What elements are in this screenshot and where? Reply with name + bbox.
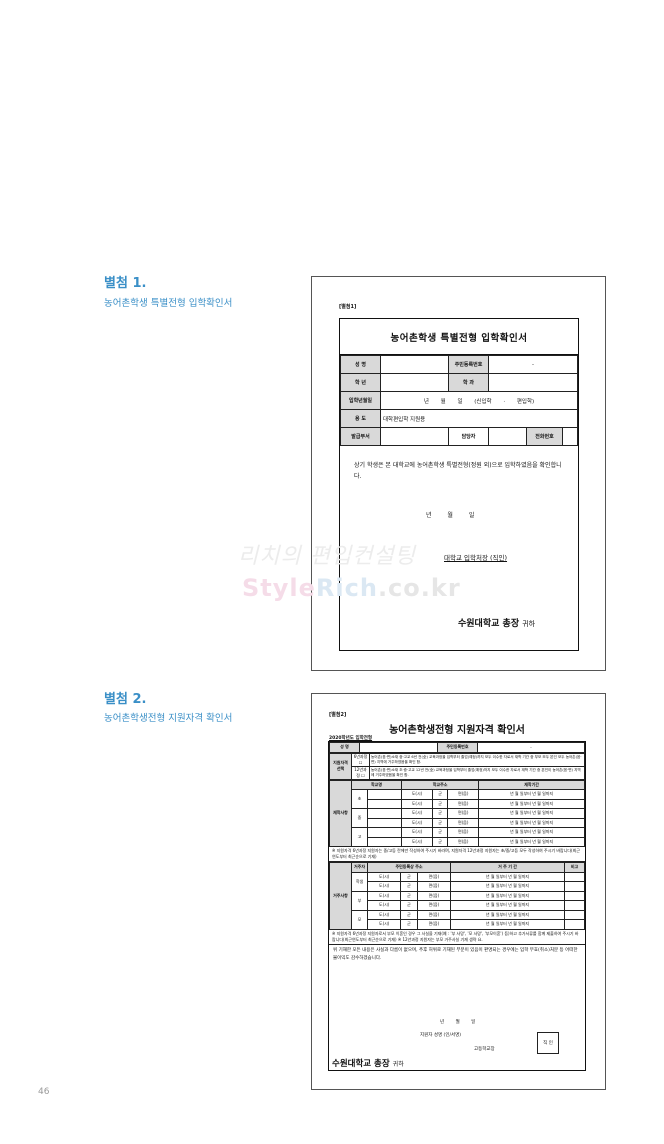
form1-image-frame — [311, 276, 606, 671]
form1-signer: 대학교 입학처장 (직인) — [444, 554, 508, 562]
form2-document: 성 명 주민등록번호 - 지원자격 선택 6년과정 ☐ 농어촌(읍·면)소재 중… — [328, 741, 586, 1071]
section1-title: 별첨 1. — [104, 276, 147, 291]
school-note: ※ 지원자격 6년과정 지원자는 중/고등 란에만 작성하여 주시기 바라며, … — [329, 847, 585, 862]
form2-tag: [별첨2] — [329, 712, 347, 718]
rrn-label: 주민등록번호 — [448, 355, 489, 374]
admit-date-label: 입학년월일 — [340, 391, 381, 410]
form2-year: 2020학년도 입학전형 — [329, 736, 373, 741]
form2-president: 수원대학교 총장 귀하 — [332, 1059, 404, 1069]
form1-date-line: 년 월 일 — [426, 512, 475, 519]
form1-title: 농어촌학생 특별전형 입학확인서 — [340, 319, 578, 355]
admit-date-value: 년 월 일 (신입학 · 편입학) — [380, 391, 578, 410]
form2-date-line: 년 월 일 — [440, 1020, 476, 1025]
seal-box: 직 인 — [537, 1032, 559, 1054]
school-section-label: 재학사항 — [329, 779, 352, 847]
residence-section-label: 거주사항 — [329, 862, 352, 930]
form2-name-label: 성 명 — [329, 742, 360, 753]
staff-label: 담당자 — [448, 427, 489, 446]
section1-subtitle: 농어촌학생 특별전형 입학확인서 — [104, 298, 233, 309]
form2-qualification-table: 성 명 주민등록번호 - — [329, 742, 585, 753]
form2-declaration: 위 기재한 모든 내용은 사실과 다름이 없으며, 추후 허위로 기재된 부분이… — [333, 947, 578, 961]
form2-principal: 고등학교장 — [474, 1047, 495, 1052]
qual-12yr-desc: 농어촌(읍·면)소재 초·중·고교 12년 전(全) 교육과정을 입학부터 졸업… — [369, 765, 585, 780]
qual-label: 지원자격 선택 — [329, 752, 352, 780]
purpose-value: 대학편입학 지원용 — [380, 409, 578, 428]
name-label: 성 명 — [340, 355, 381, 374]
purpose-label: 용 도 — [340, 409, 381, 428]
section2-subtitle: 농어촌학생전형 지원자격 확인서 — [104, 713, 233, 724]
section2-title: 별첨 2. — [104, 692, 147, 707]
form2-applicant: 지원자 성명 (인/서명) — [420, 1033, 462, 1038]
watermark-text: 리치의 편입컨설팅 — [238, 544, 416, 569]
form1-info-table: 성 명 주민등록번호 - 학 년 학 과 입학년월일 년 월 일 (신입학 · … — [340, 355, 578, 446]
form1-president: 수원대학교 총장 귀하 — [458, 619, 536, 629]
page-number: 46 — [38, 1087, 50, 1097]
form1-body-text: 상기 학생은 본 대학교에 농어촌학생 특별전형(정원 외)으로 입학하였음을 … — [354, 462, 562, 480]
issuer-label: 발급부서 — [340, 427, 381, 446]
residence-note: ※ 지원자격 6년과정 지원자로서 부모 이혼인 경우 그 사실을 기재(예 :… — [329, 930, 585, 945]
watermark-brand: StyleRich.co.kr — [242, 574, 461, 602]
phone-label: 전화번호 — [526, 427, 563, 446]
form2-title: 농어촌학생전형 지원자격 확인서 — [389, 725, 525, 736]
qual-6yr-desc: 농어촌(읍·면)소재 중·고교 6년 전(全) 교육과정을 입학부터 졸업(예정… — [369, 752, 585, 767]
form1-document: 농어촌학생 특별전형 입학확인서 성 명 주민등록번호 - 학 년 학 과 입학… — [339, 318, 579, 651]
form1-tag: [별첨1] — [339, 304, 357, 310]
form2-rrn-label: 주민등록번호 — [437, 742, 478, 753]
grade-label: 학 년 — [340, 373, 381, 392]
dept-label: 학 과 — [448, 373, 489, 392]
